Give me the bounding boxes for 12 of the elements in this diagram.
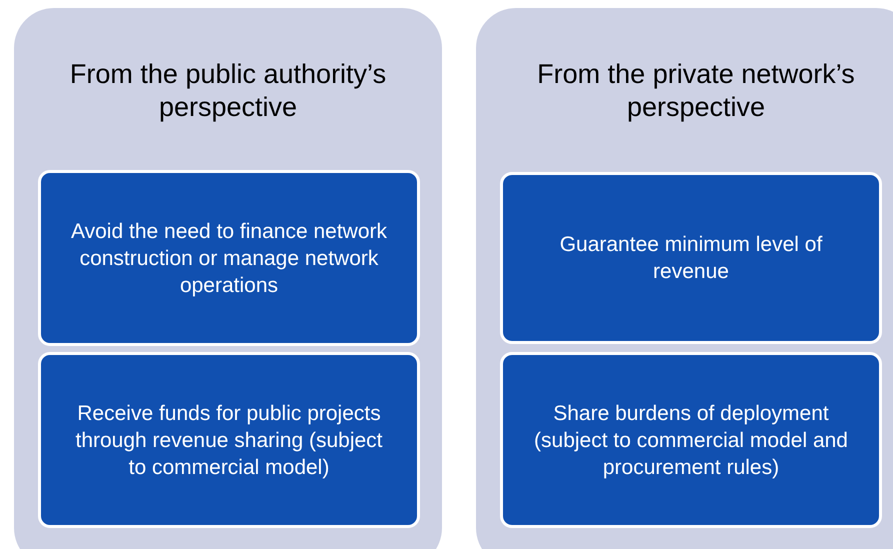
perspective-panel xyxy=(14,8,442,549)
benefit-text: Share burdens of deployment (subject to commercial model and procurement rules) xyxy=(533,400,849,480)
panel-heading: From the public authority’s perspective xyxy=(68,58,388,124)
benefit-box xyxy=(500,352,882,528)
perspective-panel xyxy=(476,8,893,549)
benefit-box xyxy=(38,352,420,528)
benefit-text: Avoid the need to finance network construction or manage network operations xyxy=(70,218,388,298)
benefit-box xyxy=(38,170,420,346)
benefit-text: Receive funds for public projects through revenue sharing (subject to commercial model) xyxy=(74,400,384,480)
benefit-text: Guarantee minimum level of revenue xyxy=(558,232,824,285)
benefit-box xyxy=(500,172,882,344)
panel-heading: From the private network’s perspective xyxy=(536,58,856,124)
